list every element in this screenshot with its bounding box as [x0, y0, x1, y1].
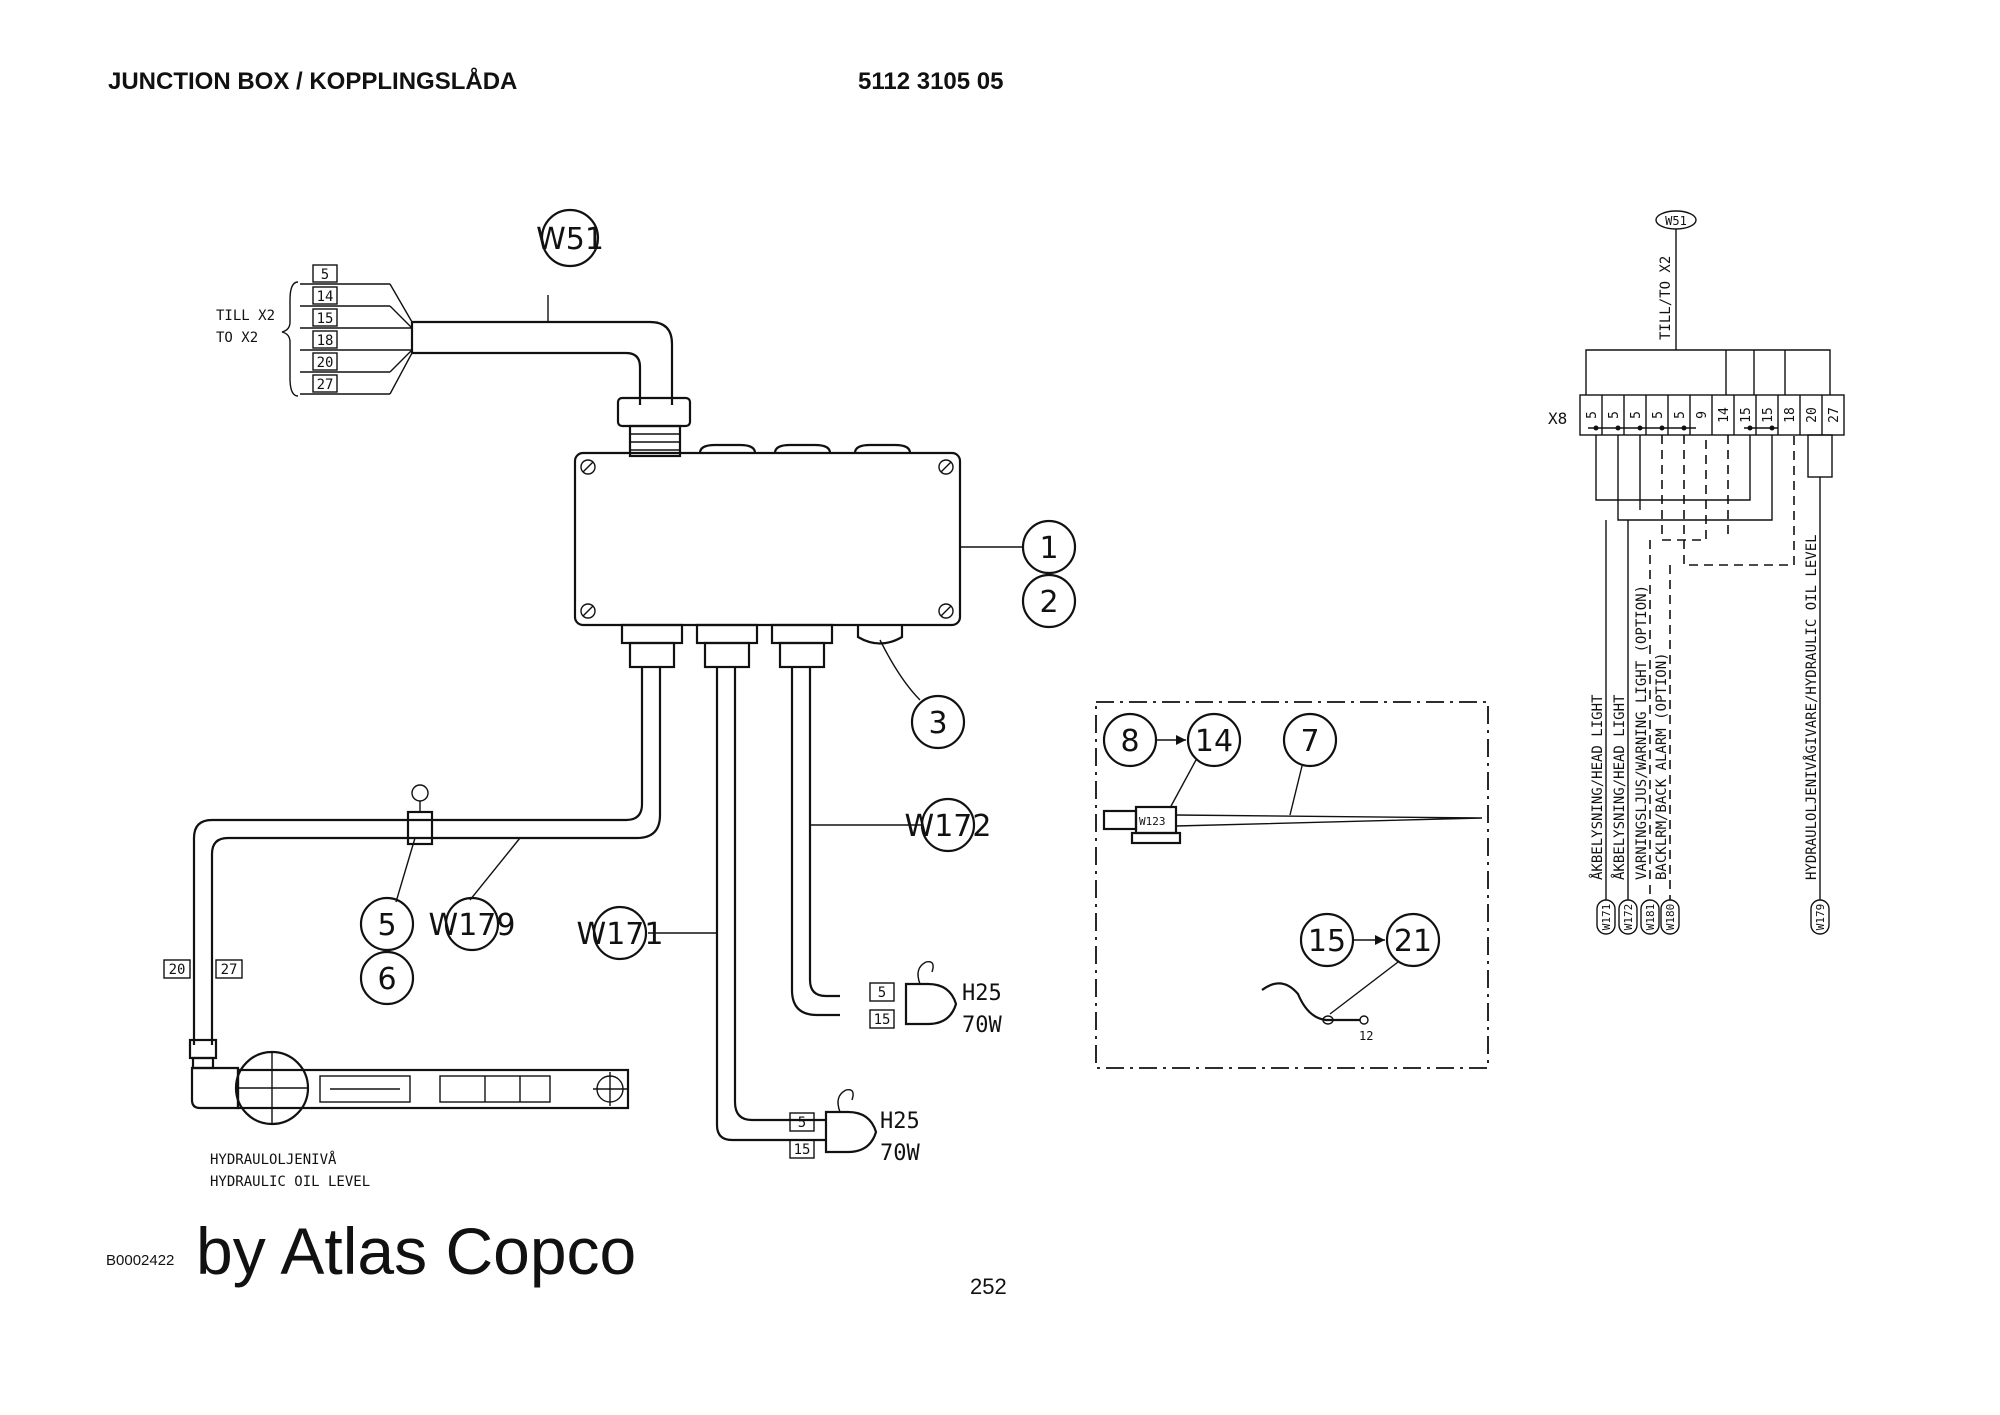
balloon-8: 8	[1102, 712, 1158, 768]
balloon-5-label: 5	[377, 908, 396, 943]
lamp-lower-name: H25	[880, 1109, 920, 1134]
to-x2-label: TO X2	[216, 330, 258, 346]
x8-terminal-10: 20	[1805, 407, 1820, 423]
cable-tag-3: W180	[1664, 904, 1677, 931]
x8-terminal-11: 27	[1827, 407, 1842, 423]
x8-terminal-2: 5	[1629, 411, 1644, 419]
cable-label-3: BACKLRM/BACK ALARM (OPTION)	[1654, 652, 1670, 880]
w172-cable	[790, 667, 922, 1017]
junction-box	[573, 396, 962, 669]
balloon-2-label: 2	[1039, 585, 1058, 620]
w172-balloon-label: W172	[905, 809, 992, 844]
page-title: JUNCTION BOX / KOPPLINGSLÅDA	[108, 68, 518, 95]
x8-terminal-8: 15	[1761, 407, 1776, 423]
lamp-lower: 5 15 H25 70W	[789, 1089, 920, 1166]
part-number: 5112 3105 05	[858, 68, 1004, 95]
x8-schematic: W51 TILL/TO X2 X8 5 5 5 5 5 9 14 15 15 1…	[1548, 210, 1845, 935]
w51-cable	[410, 295, 674, 405]
cable-label-2: VARNINGSLJUS/WARNING LIGHT (OPTION)	[1634, 585, 1650, 880]
balloon-1: 1	[1021, 519, 1077, 575]
cable-tag-4: W179	[1814, 904, 1827, 931]
balloon-2: 2	[1021, 573, 1077, 629]
lamp-lower-t1: 5	[798, 1115, 806, 1131]
w51-terminal-blocks: 5 14 15 18 20 27	[281, 264, 413, 397]
credit-text: by Atlas Copco	[196, 1214, 637, 1288]
w51-terminal-2: 15	[317, 311, 334, 327]
x8-terminal-4: 5	[1673, 411, 1688, 419]
page-number: 252	[970, 1274, 1007, 1299]
lamp-upper: 5 15 H25 70W	[869, 961, 1002, 1038]
balloon-6: 6	[359, 950, 415, 1006]
till-to-x2-label: TILL/TO X2	[1658, 256, 1674, 340]
document-id: B0002422	[106, 1252, 175, 1269]
x8-terminal-3: 5	[1651, 411, 1666, 419]
oil-level-sensor	[188, 1038, 630, 1126]
balloon-6-label: 6	[377, 962, 396, 997]
lamp-upper-t2: 15	[874, 1012, 891, 1028]
ring-label: 12	[1359, 1029, 1373, 1043]
w171-balloon: W171	[577, 905, 664, 961]
x8-terminal-0: 5	[1585, 411, 1600, 419]
w51-terminal-3: 18	[317, 333, 334, 349]
w51-terminal-5: 27	[317, 377, 334, 393]
w172-balloon: W172	[905, 797, 992, 853]
cable-label-4: HYDRAULOLJENIVÅGIVARE/HYDRAULIC OIL LEVE…	[1803, 534, 1820, 880]
lamp-lower-t2: 15	[794, 1142, 811, 1158]
w179-cable	[192, 667, 662, 1045]
lamp-upper-power: 70W	[962, 1013, 1002, 1038]
cable-tag-1: W172	[1622, 904, 1635, 931]
balloon-3-label: 3	[928, 706, 947, 741]
lamp-upper-name: H25	[962, 981, 1002, 1006]
w51-terminal-1: 14	[317, 289, 334, 305]
balloon-1-label: 1	[1039, 531, 1058, 566]
x8-terminal-9: 18	[1783, 407, 1798, 423]
cable-label-1: ÅKBELYSNING/HEAD LIGHT	[1611, 694, 1628, 880]
x8-terminal-7: 15	[1739, 407, 1754, 423]
w171-balloon-label: W171	[577, 917, 664, 952]
balloon-15-label: 15	[1308, 924, 1346, 959]
balloon-8-label: 8	[1120, 724, 1139, 759]
x8-terminal-6: 14	[1717, 407, 1732, 423]
w51-terminal-4: 20	[317, 355, 334, 371]
connector-pins: W123	[1139, 815, 1166, 828]
balloon-7-label: 7	[1300, 724, 1319, 759]
cable-tag-2: W181	[1644, 904, 1657, 931]
x8-label: X8	[1548, 409, 1567, 428]
w179-balloon-label: W179	[429, 908, 516, 943]
w51-balloon: W51	[536, 208, 604, 268]
balloon-5: 5	[359, 896, 415, 952]
balloon-14: 14	[1186, 712, 1242, 768]
hydraulic-label-1: HYDRAULOLJENIVÅ	[210, 1151, 337, 1168]
x8-terminal-1: 5	[1607, 411, 1622, 419]
schematic-w51-tag: W51	[1665, 214, 1687, 228]
balloon-15: 15	[1299, 912, 1355, 968]
lamp-upper-t1: 5	[878, 985, 886, 1001]
w171-cable	[648, 667, 826, 1142]
cable-tag-0: W171	[1600, 904, 1613, 931]
w51-terminal-0: 5	[321, 267, 329, 283]
x8-terminal-5: 9	[1695, 411, 1710, 419]
w179-balloon: W179	[429, 896, 516, 952]
balloon-3: 3	[910, 694, 966, 750]
detail-frame: 8 14 7 W123 15 21 12	[1095, 701, 1489, 1069]
hydraulic-label-2: HYDRAULIC OIL LEVEL	[210, 1174, 370, 1190]
till-x2-label: TILL X2	[216, 308, 275, 324]
balloon-7: 7	[1282, 712, 1338, 768]
balloon-21: 21	[1385, 912, 1441, 968]
cable-label-0: ÅKBELYSNING/HEAD LIGHT	[1589, 694, 1606, 880]
balloon-21-label: 21	[1394, 924, 1432, 959]
sensor-terminal-0: 20	[169, 962, 186, 978]
balloon-14-label: 14	[1195, 724, 1233, 759]
w51-balloon-label: W51	[536, 222, 604, 257]
sensor-terminal-1: 27	[221, 962, 238, 978]
lamp-lower-power: 70W	[880, 1141, 920, 1166]
